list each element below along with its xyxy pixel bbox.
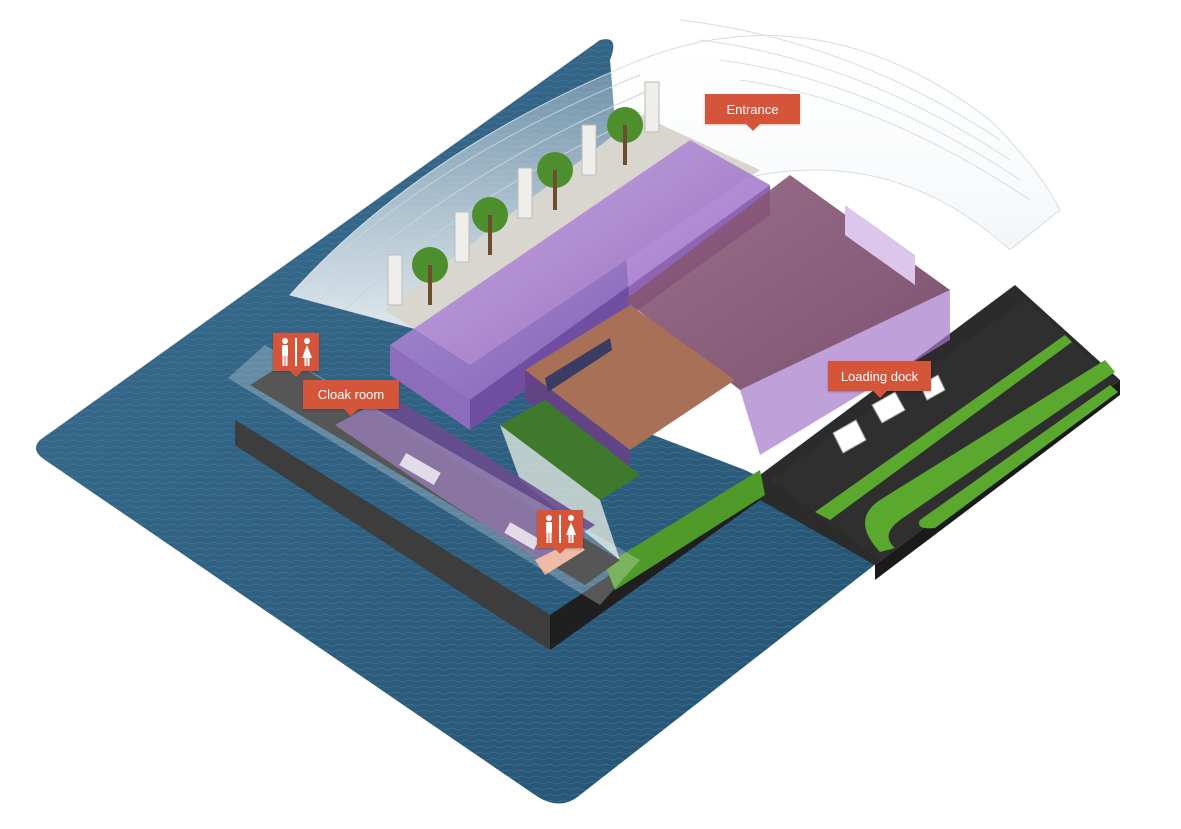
cloak-room-label: Cloak room xyxy=(317,387,385,402)
delivery-trucks xyxy=(832,374,946,454)
restroom-icon xyxy=(282,338,312,366)
road xyxy=(770,300,1118,560)
lawn xyxy=(605,470,765,590)
restroom-upper[interactable] xyxy=(273,333,319,377)
palm-trees xyxy=(412,107,643,305)
restroom-icon xyxy=(546,515,576,543)
entrance-callout[interactable]: Entrance xyxy=(705,94,800,131)
cloak-room-callout[interactable]: Cloak room xyxy=(303,380,399,416)
loading-dock-callout[interactable]: Loading dock xyxy=(828,361,931,398)
loading-dock-label: Loading dock xyxy=(840,368,919,384)
restroom-lower[interactable] xyxy=(537,510,583,554)
entrance-label: Entrance xyxy=(726,101,779,117)
auditorium xyxy=(525,305,735,470)
